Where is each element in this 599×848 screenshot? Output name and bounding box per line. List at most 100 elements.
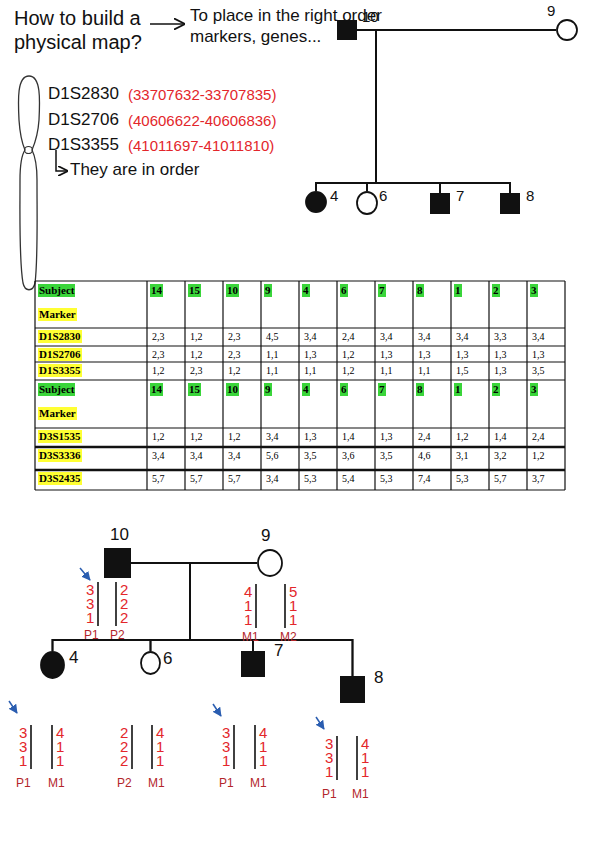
subject-number: 15: [188, 383, 201, 396]
circle-shape: [357, 192, 377, 214]
pedigree-line: [131, 563, 253, 651]
genotype-cell: 3,4: [304, 331, 317, 343]
female-symbol: 6: [356, 191, 378, 215]
haplotype-name: M1: [242, 630, 259, 645]
haplotype-name: M1: [148, 776, 165, 791]
haplotype-alleles: 4 1 1: [56, 726, 66, 768]
pedigree-line: [367, 30, 556, 191]
haplotype-name: P1: [219, 776, 234, 791]
haplotype-name: P1: [16, 776, 31, 791]
genotype-cell: 3,4: [152, 450, 165, 462]
haplotype-alleles: 4 1 1: [244, 585, 254, 627]
genotype-cell: 2,4: [532, 431, 545, 443]
genotype-cell: 3,4: [266, 431, 279, 443]
genotype-cell: 2,3: [228, 349, 241, 361]
pedigree-line: [151, 563, 258, 651]
circle-outline: [140, 651, 161, 675]
genotype-cell: 1,3: [494, 349, 507, 361]
subject-number: 8: [416, 284, 424, 297]
individual-number: 4: [330, 187, 338, 205]
female-symbol: 4: [40, 651, 65, 679]
haplotype-name: P2: [110, 628, 125, 643]
subject-number: 6: [340, 284, 348, 297]
pointer-arrows: [9, 568, 324, 729]
genotype-cell: 1,2: [152, 365, 165, 377]
haplotype-alleles: 3 3 1: [325, 737, 335, 779]
subject-number: 10: [226, 284, 239, 297]
subject-number: 3: [530, 284, 538, 297]
genotype-cell: 1,2: [190, 349, 203, 361]
genotype-cell: 3,4: [228, 450, 241, 462]
haplotype-alleles: 4 1 1: [156, 726, 166, 768]
genotype-cell: 1,4: [342, 431, 355, 443]
genotype-cell: 5,7: [152, 473, 165, 485]
marker-name: D3S3336: [38, 449, 82, 462]
individual-number: 9: [547, 2, 555, 20]
pedigree-line: [316, 30, 556, 191]
pedigree-line: [357, 30, 376, 191]
pedigree-line: [316, 30, 376, 191]
subject-number: 9: [264, 284, 272, 297]
genotype-cell: 1,1: [266, 349, 279, 361]
genotype-cell: 5,6: [266, 450, 279, 462]
genotype-cell: 2,3: [152, 331, 165, 343]
marker-name: D1S3355: [48, 135, 119, 155]
genotype-cell: 1,3: [494, 365, 507, 377]
circle-outline: [305, 191, 327, 213]
subject-number: 7: [378, 383, 386, 396]
marker-name: D3S1535: [38, 430, 82, 443]
circle-outline: [257, 549, 283, 577]
male-symbol: 7: [241, 651, 265, 677]
genotype-cell: 4,5: [266, 331, 279, 343]
subject-number: 2: [492, 383, 500, 396]
table-rule: [35, 447, 565, 470]
subject-number: 9: [264, 383, 272, 396]
female-symbol: 4: [305, 191, 327, 213]
marker-name: D3S2435: [38, 472, 82, 485]
genotype-cell: 3,4: [418, 331, 431, 343]
subject-number: 1: [454, 383, 462, 396]
haplotype-alleles: 5 1 1: [289, 585, 299, 627]
note-text: They are in order: [70, 160, 199, 180]
haplotype-name: P1: [322, 787, 337, 802]
note-arrow: [150, 23, 184, 25]
circle-shape: [41, 652, 64, 678]
table-grid: [35, 281, 565, 490]
individual-number: 8: [526, 187, 534, 205]
genotype-cell: 2,3: [190, 365, 203, 377]
individual-number: 10: [362, 8, 379, 26]
subject-number: 1: [454, 284, 462, 297]
genotype-cell: 5,7: [190, 473, 203, 485]
genotype-cell: 1,1: [418, 365, 431, 377]
marker-position: (33707632-33707835): [128, 86, 276, 104]
individual-number: 7: [274, 641, 283, 661]
genotype-cell: 1,3: [304, 431, 317, 443]
haplotype-name: M1: [250, 776, 267, 791]
subject-number: 14: [150, 284, 163, 297]
genotype-cell: 1,2: [228, 365, 241, 377]
genotype-cell: 1,3: [380, 431, 393, 443]
marker-name: D1S2830: [48, 84, 119, 104]
genotype-cell: 1,2: [190, 431, 203, 443]
genotype-cell: 5,7: [228, 473, 241, 485]
haplotype-alleles: 3 3 1: [86, 583, 96, 625]
genotype-cell: 4,6: [418, 450, 431, 462]
circle-shape: [557, 20, 577, 40]
marker-position: (41011697-41011810): [128, 137, 274, 155]
genotype-cell: 2,3: [228, 331, 241, 343]
circle-shape: [141, 652, 160, 674]
subject-number: 6: [340, 383, 348, 396]
genotype-cell: 3,1: [456, 450, 469, 462]
genotype-cell: 1,2: [342, 349, 355, 361]
pedigree-line: [53, 563, 258, 651]
chromosome-outline: [18, 76, 39, 290]
marker-position: (40606622-40606836): [128, 112, 276, 130]
individual-number: 7: [456, 187, 464, 205]
genotype-cell: 1,3: [532, 349, 545, 361]
pedigree-line: [131, 563, 353, 676]
haplotype-name: M1: [48, 776, 65, 791]
haplotype-alleles: 4 1 1: [361, 737, 371, 779]
genotype-cell: 3,5: [532, 365, 545, 377]
pedigree-line: [131, 563, 190, 651]
